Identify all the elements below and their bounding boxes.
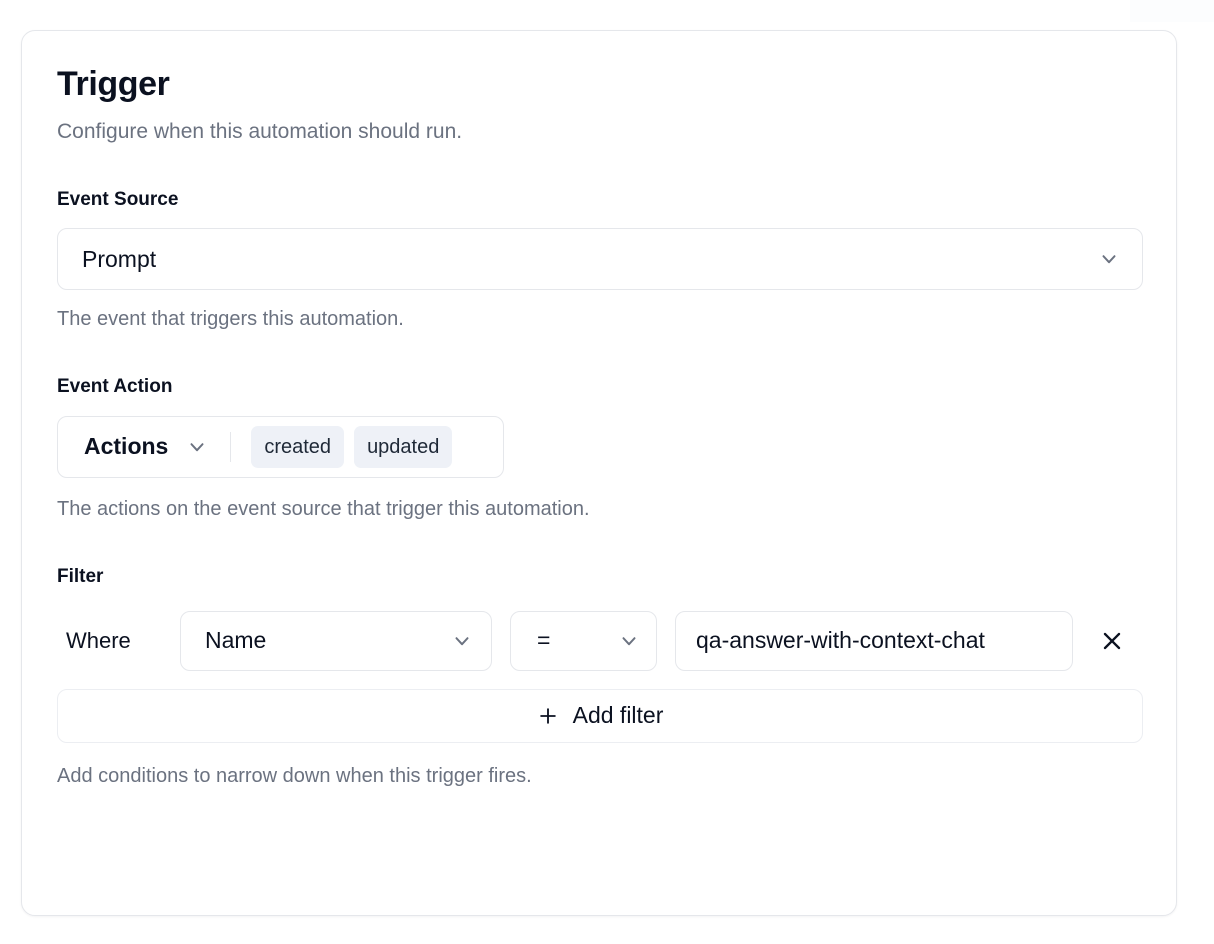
divider (230, 431, 232, 462)
close-icon (1100, 629, 1124, 653)
trigger-card: Trigger Configure when this automation s… (21, 30, 1177, 916)
event-source-select[interactable]: Prompt (57, 228, 1143, 291)
event-action-selected-badges: created updated (251, 425, 453, 468)
filter-label: Filter (57, 565, 104, 587)
add-filter-button[interactable]: Add filter (57, 688, 1143, 743)
status-badge[interactable]: created (251, 425, 345, 468)
event-action-trigger-label: Actions (84, 433, 169, 460)
filter-help: Add conditions to narrow down when this … (57, 764, 532, 787)
where-label: Where (66, 627, 131, 653)
status-badge[interactable]: updated (354, 425, 453, 468)
add-filter-label: Add filter (572, 702, 664, 729)
page-subtitle: Configure when this automation should ru… (57, 120, 463, 144)
event-action-help: The actions on the event source that tri… (57, 497, 590, 520)
chevron-down-icon (1098, 248, 1120, 270)
chevron-down-icon (186, 436, 208, 458)
filter-operator-select[interactable]: = (510, 610, 657, 671)
event-source-help: The event that triggers this automation. (57, 308, 404, 331)
filter-value-input[interactable] (675, 610, 1073, 671)
filter-field-select[interactable]: Name (180, 610, 492, 671)
filter-section: Filter Where Name = (57, 565, 1143, 789)
remove-filter-button[interactable] (1089, 618, 1135, 664)
event-action-section: Event Action Actions created updated The (57, 376, 1141, 522)
page-title: Trigger (57, 65, 170, 103)
corner-artifact (1130, 0, 1214, 22)
chevron-down-icon (618, 630, 640, 652)
event-source-label: Event Source (57, 189, 179, 211)
event-source-section: Event Source Prompt The event that trigg… (57, 189, 1143, 332)
event-action-multiselect[interactable]: Actions created updated (57, 415, 504, 478)
filter-row: Where Name = (57, 610, 1141, 671)
event-action-dropdown-trigger[interactable]: Actions (84, 433, 208, 460)
event-action-label: Event Action (57, 376, 173, 398)
filter-field-value: Name (205, 627, 267, 654)
chevron-down-icon (451, 630, 473, 652)
filter-operator-value: = (537, 627, 551, 654)
event-source-value: Prompt (82, 245, 157, 272)
plus-icon (537, 705, 559, 727)
